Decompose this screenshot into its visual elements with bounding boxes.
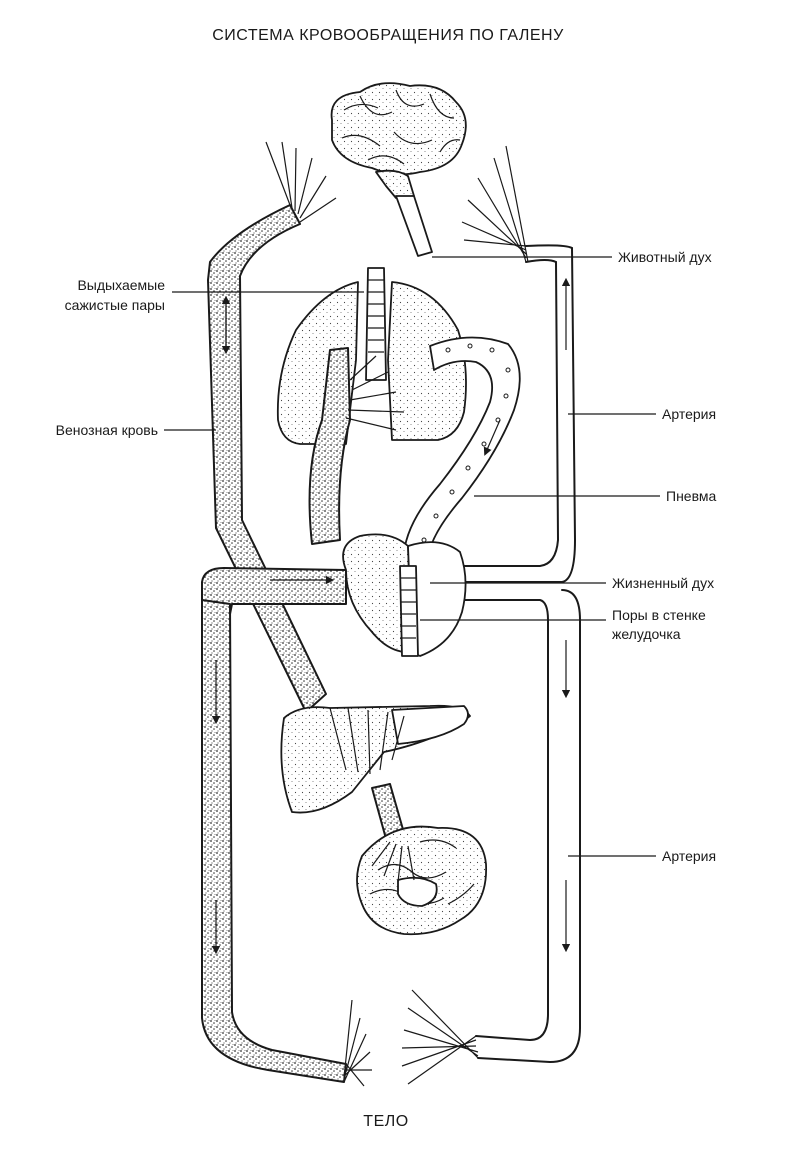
label-pneuma: Пневма [666,488,716,504]
label-pores-line1: Поры в стенке [612,607,706,623]
upper-arterial-top [525,244,573,263]
pulmonary-vessel [308,347,351,545]
footer-label-body: ТЕЛО [363,1113,408,1130]
capillaries-top-right [461,145,529,263]
lungs-illustration [276,267,467,445]
label-artery-lower: Артерия [662,848,716,864]
diagram-title: СИСТЕМА КРОВООБРАЩЕНИЯ ПО ГАЛЕНУ [212,27,564,44]
capillaries-lung [345,355,405,431]
label-artery-upper: Артерия [662,406,716,422]
heart-illustration [342,533,467,657]
upper-arterial-loop [439,247,576,583]
label-venous-blood: Венозная кровь [56,422,158,438]
venous-trunk-upper [207,204,327,713]
venous-trunk-lower [201,599,347,1083]
capillaries-top-left [265,141,337,223]
label-pores-line2: желудочка [612,626,681,642]
capillaries-bottom-left [343,999,372,1087]
lower-arterial-loop [447,589,581,1063]
brain-illustration [330,82,467,257]
pneuma-flow-arrow [483,419,501,456]
flow-arrows [211,277,571,955]
intestines-illustration [356,825,487,936]
label-animal-spirit: Животный дух [618,249,712,265]
label-vital-spirit: Жизненный дух [612,575,714,591]
capillaries-bottom-right [401,989,479,1085]
capillaries-intestine [371,841,415,883]
label-exhaled-vapors-line2: сажистые пары [65,297,165,313]
pneuma-dots [413,343,511,561]
leader-lines [164,256,660,857]
label-exhaled-vapors-line1: Выдыхаемые [77,277,165,293]
liver-illustration [280,704,471,814]
